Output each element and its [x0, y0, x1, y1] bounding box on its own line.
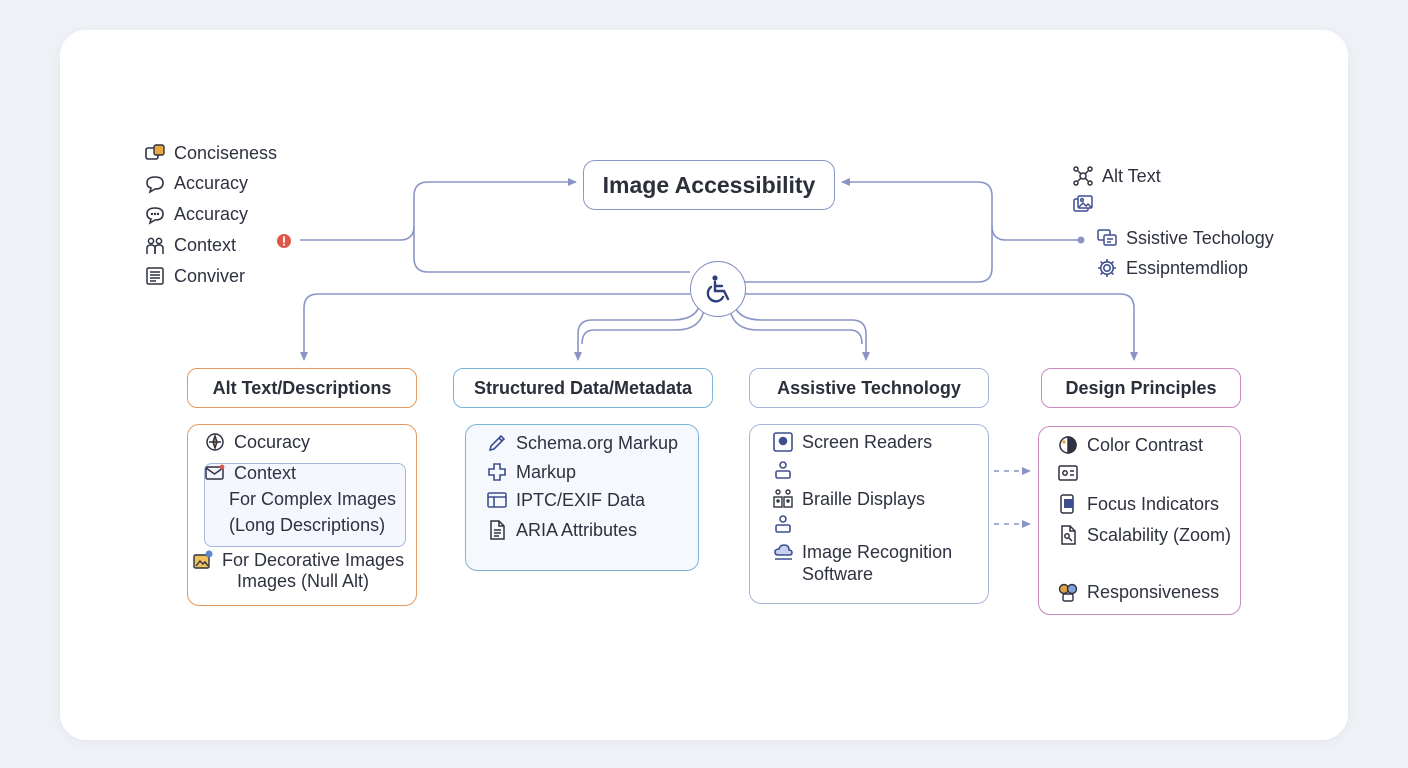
hub-node — [690, 261, 746, 317]
cloud-scan-icon — [772, 541, 794, 563]
document-icon — [144, 265, 166, 287]
alt-item-cocuracy: Cocuracy — [204, 429, 310, 455]
speech-bubble-icon — [144, 173, 166, 195]
braille-icon — [772, 488, 794, 510]
category-assistive: Assistive Technology — [749, 368, 989, 408]
assist-image-recognition-line2: Software — [802, 564, 874, 584]
image-stack-icon — [1072, 194, 1094, 216]
left-loop-wire — [300, 178, 577, 241]
meta-item-markup: Markup — [486, 459, 576, 485]
alt-item-context: Context — [204, 460, 296, 486]
design-item-scalability: Scalability (Zoom) — [1057, 522, 1231, 548]
right-item-assistive: Ssistive Techology — [1096, 224, 1274, 252]
wire-to-metadata-2 — [581, 309, 705, 345]
design-item-focus: Focus Indicators — [1057, 491, 1219, 517]
design-item-responsiveness: Responsiveness — [1057, 579, 1219, 605]
cross-puzzle-icon — [486, 461, 508, 483]
devices-icon — [1057, 581, 1079, 603]
wire-to-design — [744, 293, 1138, 361]
tablet-icon — [1057, 493, 1079, 515]
compass-icon — [204, 431, 226, 453]
alt-sub-line1: For Complex Images — [229, 489, 397, 509]
meta-item-schema: Schema.org Markup — [486, 430, 678, 456]
chat-dots-icon — [144, 204, 166, 226]
person-icon-2 — [772, 513, 794, 535]
slideshow-icon — [1057, 462, 1079, 484]
diagram-title: Image Accessibility — [583, 160, 835, 210]
wheelchair-icon — [701, 272, 735, 306]
right-list: Alt Text — [1072, 162, 1161, 220]
right-loop-wire — [841, 178, 1080, 241]
left-item-accuracy-2: Accuracy — [144, 199, 277, 230]
network-icon — [1072, 165, 1094, 187]
right-item-settings: Essipntemdliop — [1096, 254, 1248, 282]
left-item-conciseness: Conciseness — [144, 138, 277, 168]
left-list: Conciseness Accuracy Accuracy Context Co… — [144, 138, 277, 291]
assist-item-braille: Braille Displays — [772, 486, 925, 512]
left-drop-wire — [413, 226, 690, 273]
gear-icon — [1096, 257, 1118, 279]
alt-sub-line2: (Long Descriptions) — [229, 515, 386, 535]
left-item-accuracy-1: Accuracy — [144, 168, 277, 199]
left-item-conviver: Conviver — [144, 261, 277, 291]
complex-images-box — [204, 463, 406, 547]
category-metadata: Structured Data/Metadata — [453, 368, 713, 408]
pencil-icon — [486, 432, 508, 454]
metadata-panel: Schema.org Markup Markup IPTC/EXIF Data … — [465, 424, 699, 571]
assist-item-image-recognition: Image Recognition — [772, 539, 952, 565]
right-drop-wire — [744, 226, 993, 283]
category-alt-text: Alt Text/Descriptions — [187, 368, 417, 408]
wire-to-metadata — [574, 303, 701, 361]
assistive-panel: Screen Readers Braille Displays Image Re… — [749, 424, 989, 604]
alt-item-decorative: For Decorative Images — [192, 547, 404, 573]
people-icon — [144, 235, 166, 257]
assist-item-screen-readers: Screen Readers — [772, 429, 932, 455]
table-icon — [486, 489, 508, 511]
left-item-context: Context — [144, 230, 277, 261]
doc-zoom-icon — [1057, 524, 1079, 546]
envelope-icon — [204, 462, 226, 484]
design-item-color-contrast: Color Contrast — [1057, 432, 1203, 458]
screen-reader-icon — [772, 431, 794, 453]
wire-to-assistive-2 — [729, 309, 863, 345]
wire-to-alt-text — [300, 293, 690, 361]
alt-text-panel: Cocuracy Context For Complex Images (Lon… — [187, 424, 417, 606]
context-link-badge — [264, 231, 294, 251]
wire-to-assistive — [733, 303, 870, 361]
right-item-image-stack — [1072, 190, 1161, 220]
palette-icon — [1057, 434, 1079, 456]
meta-item-aria: ARIA Attributes — [486, 517, 637, 543]
person-icon — [772, 459, 794, 481]
design-panel: Color Contrast Focus Indicators Scalabil… — [1038, 426, 1241, 615]
category-design: Design Principles — [1041, 368, 1241, 408]
alt-decorative-line2: Images (Null Alt) — [237, 571, 370, 591]
screens-icon — [1096, 227, 1118, 249]
file-icon — [486, 519, 508, 541]
right-item-alt-text: Alt Text — [1072, 162, 1161, 190]
puzzle-icon — [144, 142, 166, 164]
image-tag-icon — [192, 549, 214, 571]
meta-item-iptc: IPTC/EXIF Data — [486, 487, 645, 513]
